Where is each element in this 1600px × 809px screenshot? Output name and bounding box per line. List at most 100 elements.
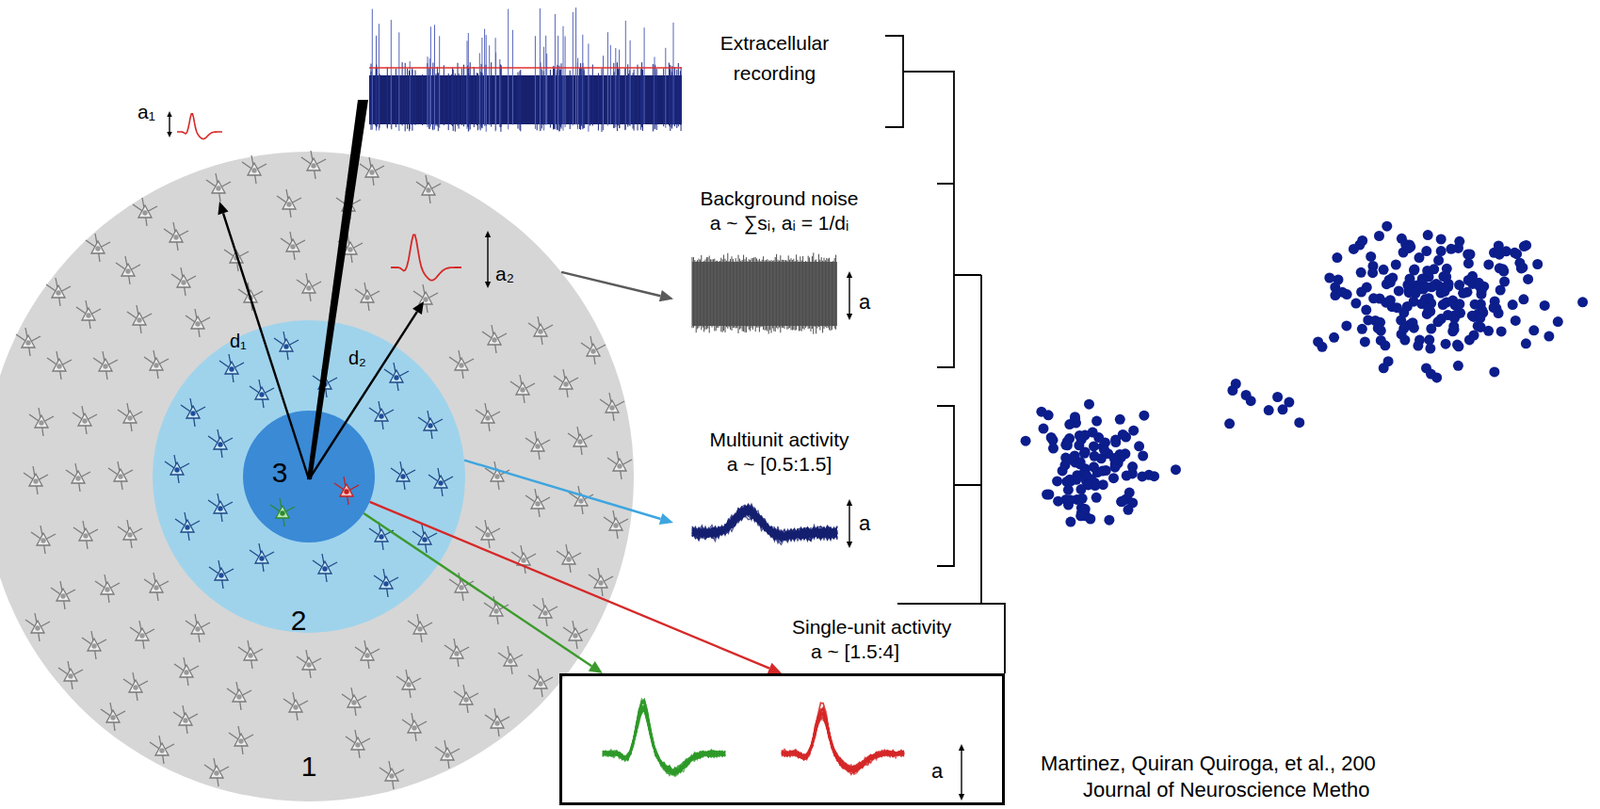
- scatter-dot: [1409, 264, 1421, 275]
- soma: [100, 581, 114, 595]
- scatter-dot: [1080, 430, 1091, 441]
- grey-neuron: [185, 308, 211, 338]
- grey-neuron: [242, 155, 267, 184]
- outer-region-circle: 123: [0, 151, 634, 802]
- recording-spike: [618, 68, 620, 129]
- soma: [31, 620, 45, 633]
- soma: [138, 205, 152, 218]
- scatter-dot: [1385, 294, 1396, 306]
- arrow-head: [412, 301, 424, 315]
- red-waveform: [781, 708, 905, 774]
- red-waveform: [781, 708, 905, 774]
- nucleus: [110, 714, 115, 720]
- soma: [98, 358, 113, 372]
- soma: [29, 473, 43, 486]
- scatter-dot: [1373, 323, 1384, 334]
- nucleus: [306, 662, 311, 667]
- arrow-head: [659, 290, 674, 302]
- arrow-shaft: [960, 750, 962, 794]
- noise-stroke: [709, 256, 711, 334]
- noise-stroke: [752, 258, 754, 330]
- nucleus: [534, 501, 540, 506]
- blue-neuron: [175, 512, 200, 541]
- green-waveform: [602, 707, 726, 772]
- recording-spike: [451, 74, 453, 126]
- noise-stroke: [745, 257, 747, 333]
- scatter-dot: [1381, 221, 1392, 232]
- noise-stroke: [722, 258, 724, 332]
- scatter-dot: [1020, 436, 1032, 447]
- grey-neuron: [599, 392, 625, 421]
- scatter-dot: [1421, 245, 1432, 257]
- amplitude-label-slot: a₁: [137, 99, 156, 124]
- scatter-plot: [1020, 221, 1589, 528]
- recording-spike: [559, 69, 561, 131]
- region-number-slot: 3: [272, 455, 289, 490]
- recording-spike: [429, 58, 431, 130]
- arrow-head: [588, 661, 603, 674]
- amplitude-formula-slot: a ~ [1.5:4]: [810, 639, 900, 663]
- scatter-dot: [1454, 279, 1465, 291]
- grey-neuron: [556, 544, 582, 573]
- recording-spike: [560, 69, 562, 128]
- scatter-dot: [1123, 504, 1134, 516]
- nucleus: [491, 337, 497, 342]
- green-waveform: [602, 701, 726, 774]
- scatter-dot: [1490, 303, 1502, 314]
- noise-stroke: [782, 259, 784, 328]
- grey-neuron: [510, 374, 535, 404]
- grey-neuron: [73, 520, 98, 550]
- multiunit-trace: [692, 508, 838, 544]
- scatter-dot: [1312, 336, 1324, 347]
- grey-neuron: [359, 157, 385, 186]
- recording-spike: [579, 67, 581, 130]
- recording-spike: [625, 20, 627, 130]
- noise-stroke: [727, 253, 728, 329]
- nucleus: [563, 381, 568, 387]
- soma: [64, 668, 78, 681]
- nucleus: [85, 312, 91, 318]
- soma: [573, 434, 587, 447]
- scatter-dot: [1510, 315, 1521, 326]
- soma: [149, 357, 163, 371]
- noise-stroke: [777, 259, 779, 330]
- amplitude-formula-slot: a ~ ∑sᵢ, aᵢ = 1/dᵢ: [710, 210, 849, 235]
- scatter-dot: [1375, 335, 1387, 346]
- green-waveform: [602, 709, 726, 773]
- grey-neuron: [525, 431, 550, 460]
- nucleus: [494, 720, 500, 726]
- nucleus: [306, 285, 311, 291]
- grey-neuron: [402, 712, 427, 742]
- scatter-dot: [1436, 234, 1447, 245]
- soma: [213, 501, 227, 514]
- soma: [81, 307, 96, 321]
- nucleus: [616, 463, 622, 469]
- grey-neuron: [567, 426, 593, 455]
- recording-spike: [671, 65, 673, 125]
- grey-neuron: [25, 613, 50, 642]
- recording-spike: [432, 63, 434, 131]
- arrow-head: [958, 793, 965, 801]
- recording-spike: [421, 74, 423, 126]
- citation: Journal of Neuroscience Metho: [1082, 777, 1371, 802]
- noise-stroke: [769, 260, 771, 330]
- grey-neuron: [100, 702, 126, 731]
- noise-stroke: [775, 254, 777, 328]
- single-unit-region-circle: 3: [242, 410, 375, 543]
- multiunit-trace: [692, 508, 838, 543]
- grey-neuron: [173, 705, 198, 734]
- soma: [113, 468, 128, 482]
- grey-neuron: [115, 256, 141, 285]
- circle-fill: [242, 410, 375, 543]
- scatter-dot: [1436, 245, 1447, 257]
- scatter-dot: [1046, 432, 1057, 443]
- noise-stroke: [802, 256, 804, 329]
- arrow-shaft: [486, 237, 488, 282]
- recording-spike: [408, 70, 410, 130]
- recording-spike: [539, 8, 541, 131]
- noise-stroke: [808, 257, 810, 328]
- grey-neuron: [407, 614, 433, 643]
- recording-spike: [552, 65, 554, 130]
- recording-spike: [556, 64, 558, 130]
- noise-stroke: [692, 257, 694, 328]
